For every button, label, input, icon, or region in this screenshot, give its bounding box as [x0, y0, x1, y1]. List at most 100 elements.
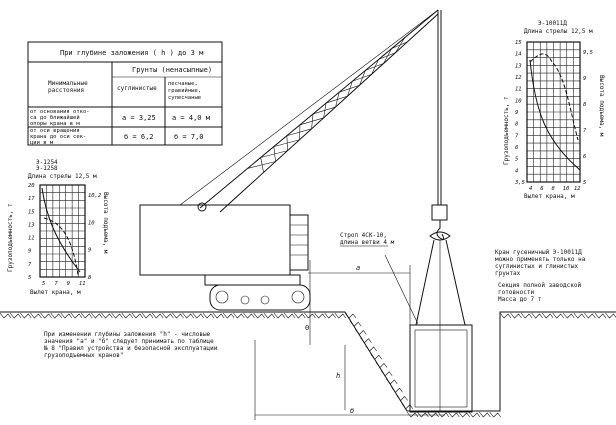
sling-label-1: Строп 4СК-10, [340, 232, 387, 239]
note-crane-4: грунтах [495, 270, 521, 277]
y-tick-label: 13 [28, 222, 35, 228]
left-chart-y2label: Высота подъема, м [102, 192, 109, 254]
x-tick-label: 10 [563, 186, 570, 192]
y-tick-label: 10 [515, 98, 522, 104]
y2-tick-label: 10,2 [88, 193, 102, 199]
note-crane-1: Кран гусеничный Э-10011Д [495, 249, 582, 256]
x-tick-label: 4 [529, 186, 532, 192]
table-col1: суглинистые [117, 85, 157, 92]
note-section-1: Секция полной заводской [498, 282, 581, 289]
excavation-pit: 0 [0, 260, 616, 418]
y-tick-label: 20 [28, 183, 35, 189]
y-tick-label: 5 [515, 157, 518, 163]
y-tick-label: 8 [515, 122, 519, 128]
table-row1-v2: а = 4,0 м [172, 114, 211, 122]
y-tick-label: 6 [515, 145, 519, 151]
y-tick-label: 9 [515, 110, 518, 116]
y-tick-label: 9 [28, 249, 31, 255]
table-col2-2: гравийные, [168, 88, 201, 94]
y-tick-label: 13 [515, 63, 522, 69]
table-row1-label-2: са до ближайшей [30, 114, 80, 121]
x-tick-label: 12 [574, 186, 581, 192]
table-row1-label: от основания отко- [30, 109, 90, 115]
x-tick-label: 6 [540, 186, 544, 192]
y-tick-label: 5 [28, 275, 31, 281]
note-crane-2: можно применять только на [495, 256, 586, 263]
right-height-curve [529, 53, 579, 141]
y2-tick-label: 6 [583, 154, 587, 160]
y-tick-label: 15 [515, 40, 522, 46]
y2-tick-label: 8 [583, 102, 587, 108]
axis-label: 0 [305, 324, 309, 332]
left-chart-ylabel: Грузоподъемность, т [7, 203, 14, 272]
left-capacity-chart: Э-1254 Э-1258 Длина стрелы 12,5 м Грузоп… [7, 159, 109, 296]
y2-tick-label: 7 [583, 128, 587, 134]
y-tick-label: 11 [28, 236, 35, 242]
clearance-table: При глубине заложения ( h ) до 3 м Грунт… [27, 41, 223, 146]
right-chart-grid [526, 41, 581, 183]
left-capacity-curve [41, 187, 81, 273]
hook-block [431, 204, 448, 221]
sling-label-2: длина ветви 4 м [340, 239, 395, 246]
right-capacity-curve [529, 59, 581, 171]
dimensions: а h б [254, 264, 445, 420]
y-tick-label: 17 [28, 196, 35, 202]
left-height-curve [43, 217, 79, 276]
y-tick-label: 12 [515, 75, 522, 81]
left-chart-title-2: Э-1258 [36, 165, 58, 172]
x-tick-label: 5 [42, 281, 45, 287]
table-row2-v1: б = 6,2 [124, 133, 154, 141]
x-tick-label: 8 [552, 186, 556, 192]
y-tick-label: 7 [515, 133, 519, 139]
table-col2: песчаные, [168, 81, 198, 87]
left-chart-grid [39, 184, 86, 278]
y-tick-label: 3,5 [514, 180, 525, 186]
dim-b-label: б [350, 407, 354, 415]
table-row2-v2: б = 7,0 [174, 133, 204, 141]
right-chart-y2label: Высота подъема, м [598, 75, 605, 137]
table-col2-3: супесчаные [168, 95, 201, 101]
y2-tick-label: 9 [88, 248, 91, 254]
y2-tick-label: 5 [583, 180, 586, 186]
note-depth-3: № 8 "Правил устройства и безопасной эксп… [44, 345, 218, 352]
right-chart-title-2: Длина стрелы 12,5 м [524, 28, 593, 35]
table-col-group: Грунты (ненасыпные) [132, 66, 212, 74]
y-tick-label: 11 [515, 87, 522, 93]
right-chart-xlabel: Вылет крана, м [524, 193, 575, 200]
left-chart-xlabel: Вылет крана, м [30, 289, 81, 296]
sling-and-section: Строп 4СК-10, длина ветви 4 м [340, 232, 473, 413]
x-tick-label: 9 [67, 281, 70, 287]
dim-h-label: h [336, 372, 340, 380]
crawler-crane [139, 9, 451, 311]
right-capacity-chart: Э-10011Д Длина стрелы 12,5 м Грузоподъем… [503, 20, 605, 200]
table-row1-v1: а = 3,25 [122, 114, 156, 122]
y2-tick-label: 9,5 [583, 50, 593, 56]
table-row-header-2: расстояния [48, 87, 84, 94]
x-tick-label: 7 [54, 281, 58, 287]
y-tick-label: 14 [515, 52, 522, 58]
left-chart-title-1: Э-1254 [36, 159, 58, 166]
boom-cable [179, 9, 439, 206]
right-chart-ylabel: Грузоподъемность, т [503, 96, 510, 165]
y2-tick-label: 10 [88, 220, 95, 226]
table-row-header: Минимальные [48, 80, 88, 87]
table-title: При глубине заложения ( h ) до 3 м [60, 49, 204, 57]
note-section-2: готовности [498, 289, 535, 296]
note-section-3: Масса до 7 т [498, 296, 542, 303]
table-row2-label: от оси вращения [30, 128, 80, 134]
precast-section [409, 324, 473, 413]
right-chart-title-1: Э-10011Д [538, 20, 567, 27]
note-depth-4: грузоподъемных кранов" [44, 352, 123, 359]
y-tick-label: 15 [28, 209, 35, 215]
note-depth-1: При изменении глубины заложения "h" - чи… [44, 331, 211, 338]
boom [199, 9, 439, 209]
note-depth-2: значения "а" и "б" следует принимать по … [44, 338, 214, 345]
note-crane-3: суглинистых и глинистых [495, 263, 578, 270]
crane-tracks [209, 284, 311, 311]
x-tick-label: 11 [79, 281, 86, 287]
y-tick-label: 4 [515, 168, 518, 174]
table-row2-label-2: крана до оси сек- [30, 134, 86, 140]
notes: При изменении глубины заложения "h" - чи… [44, 249, 586, 359]
y2-tick-label: 8 [88, 275, 92, 281]
